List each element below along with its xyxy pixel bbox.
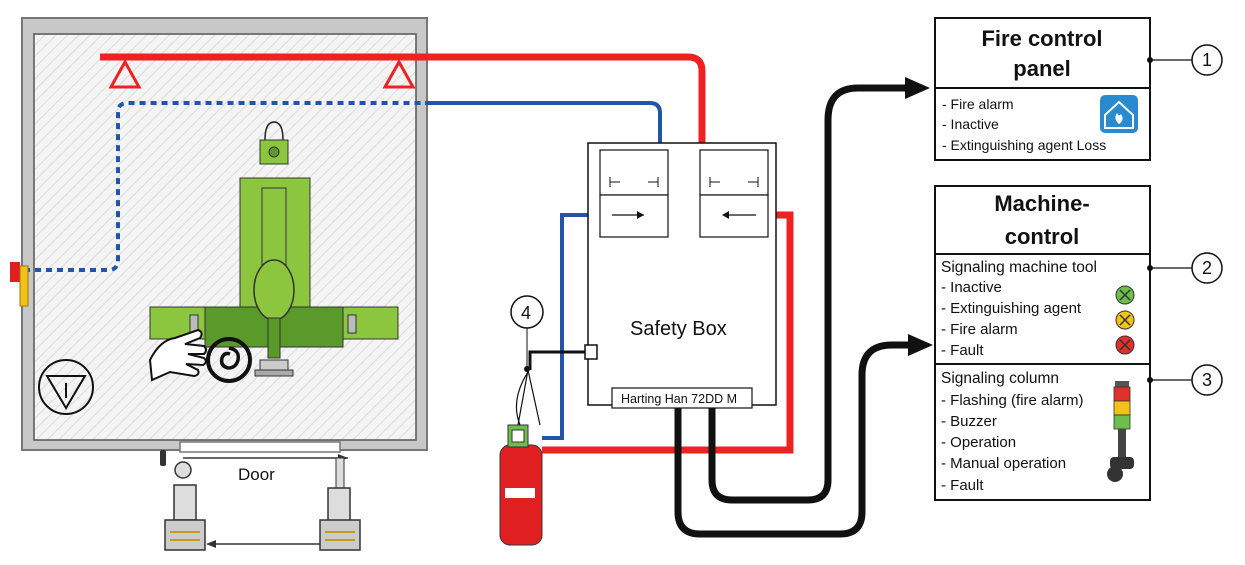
blue-detection-tube-dashed [24, 101, 425, 272]
door-label: Door [238, 465, 275, 484]
marker-2-label: 2 [1202, 258, 1212, 278]
marker-3 [1147, 364, 1223, 396]
door-mechanism [160, 450, 361, 551]
hand-crush-hazard-icon [148, 328, 207, 382]
nozzle-triangle-1 [108, 58, 142, 89]
machine-enclosure [21, 17, 428, 451]
safety-box [587, 142, 777, 409]
marker-2 [1147, 252, 1223, 284]
black-cable-to-machine-control [674, 341, 910, 538]
fire-control-item: - Inactive [942, 116, 999, 132]
house-fire-icon [1100, 95, 1138, 133]
fire-alarm-indicator-icon [1115, 335, 1135, 355]
nozzle-triangle-2 [382, 58, 416, 89]
signal-tower-icon [1107, 381, 1134, 482]
signaling-machine-tool-item: - Extinguishing agent [941, 300, 1082, 317]
signaling-column-heading: Signaling column [941, 370, 1059, 387]
marker-1 [1147, 44, 1223, 76]
connector-label: Harting Han 72DD M [621, 392, 737, 406]
signaling-column-item: - Flashing (fire alarm) [941, 392, 1084, 409]
manual-release-button [10, 262, 29, 307]
marker-3-label: 3 [1202, 370, 1212, 390]
machine-spindle [149, 121, 399, 377]
safety-box-label: Safety Box [630, 318, 727, 340]
fire-extinguisher [499, 369, 543, 546]
signaling-machine-tool-item: - Fault [941, 342, 984, 359]
signaling-machine-tool-heading: Signaling machine tool [941, 259, 1097, 276]
inactive-indicator-icon [1115, 285, 1135, 305]
marker-1-label: 1 [1202, 50, 1212, 70]
fire-control-item: - Extinguishing agent Loss [942, 137, 1106, 153]
fire-control-item: - Fire alarm [942, 96, 1014, 112]
signaling-machine-tool-item: - Inactive [941, 279, 1002, 296]
machine-control-title-1: Machine- [994, 191, 1089, 216]
rotating-hazard-icon [206, 337, 252, 383]
signaling-column-item: - Operation [941, 434, 1016, 451]
signaling-column-item: - Fault [941, 477, 984, 494]
signaling-machine-tool-item: - Fire alarm [941, 321, 1018, 338]
extinguishing-indicator-icon [1115, 310, 1135, 330]
door-rail [179, 441, 341, 453]
signaling-column-item: - Buzzer [941, 413, 997, 430]
marker-4 [510, 295, 544, 372]
fire-control-title-2: panel [1013, 56, 1070, 81]
black-cable-to-fire-panel [708, 84, 905, 504]
warning-triangle-icon [38, 359, 94, 415]
black-cable-to-box [528, 350, 592, 370]
machine-control-title-2: control [1005, 224, 1080, 249]
fire-control-title-1: Fire control [981, 26, 1102, 51]
signaling-column-item: - Manual operation [941, 455, 1066, 472]
marker-4-label: 4 [521, 303, 531, 323]
